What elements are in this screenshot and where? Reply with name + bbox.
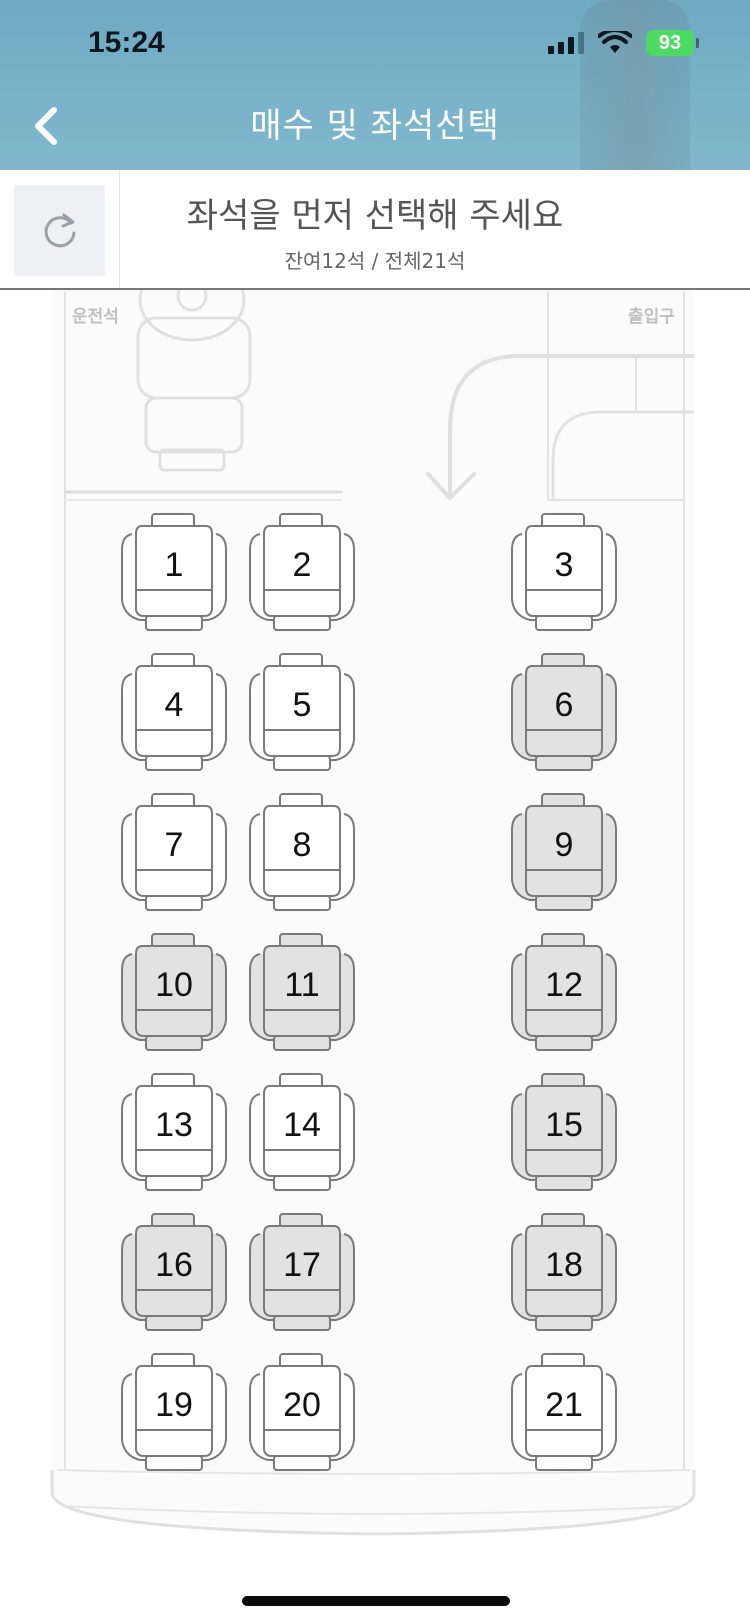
seat-12: 12 xyxy=(508,932,620,1056)
seat-number: 17 xyxy=(283,1246,321,1284)
seat-18: 18 xyxy=(508,1212,620,1336)
seat-icon xyxy=(121,1353,227,1471)
seat-icon xyxy=(249,1073,355,1191)
seat-info-bar: 좌석을 먼저 선택해 주세요 잔여12석 / 전체21석 xyxy=(0,170,750,290)
seat-icon xyxy=(121,653,227,771)
seat-19[interactable]: 19 xyxy=(118,1352,230,1476)
seat-6: 6 xyxy=(508,652,620,776)
seat-11: 11 xyxy=(246,932,358,1056)
wifi-icon xyxy=(598,31,632,53)
seat-17: 17 xyxy=(246,1212,358,1336)
refresh-container xyxy=(0,170,120,288)
seat-number: 13 xyxy=(155,1106,193,1144)
seat-icon xyxy=(121,1073,227,1191)
seat-number: 3 xyxy=(554,546,574,584)
seat-15: 15 xyxy=(508,1072,620,1196)
seat-icon xyxy=(511,653,617,771)
seat-icon xyxy=(249,793,355,911)
seat-number: 4 xyxy=(164,686,184,724)
seat-14[interactable]: 14 xyxy=(246,1072,358,1196)
seat-icon xyxy=(511,513,617,631)
seat-7[interactable]: 7 xyxy=(118,792,230,916)
refresh-icon xyxy=(44,213,75,247)
driver-seat-label: 운전석 xyxy=(72,307,119,327)
seat-icon xyxy=(121,793,227,911)
status-time: 15:24 xyxy=(88,26,165,59)
seat-icon xyxy=(249,653,355,771)
seat-3[interactable]: 3 xyxy=(508,512,620,636)
info-title: 좌석을 먼저 선택해 주세요 xyxy=(186,196,564,236)
seat-9: 9 xyxy=(508,792,620,916)
app-header: 15:24 93 매수 및 좌석선택 xyxy=(0,0,750,170)
battery-icon: 93 xyxy=(646,30,699,56)
seat-number: 19 xyxy=(155,1386,193,1424)
seat-number: 6 xyxy=(554,686,574,724)
battery-level: 93 xyxy=(658,31,682,54)
seat-1[interactable]: 1 xyxy=(118,512,230,636)
seat-icon xyxy=(511,1213,617,1331)
chevron-left-icon xyxy=(35,107,57,145)
page-title: 매수 및 좌석선택 xyxy=(250,106,500,146)
seat-8[interactable]: 8 xyxy=(246,792,358,916)
seat-number: 8 xyxy=(292,826,312,864)
seat-icon xyxy=(121,513,227,631)
seat-number: 21 xyxy=(545,1386,583,1424)
seat-icon xyxy=(121,933,227,1051)
seat-21[interactable]: 21 xyxy=(508,1352,620,1476)
seat-icon xyxy=(511,793,617,911)
seat-number: 2 xyxy=(292,546,312,584)
refresh-button[interactable] xyxy=(14,185,105,276)
driver-seat-icon xyxy=(136,290,252,472)
status-icons: 93 xyxy=(548,30,699,56)
seat-icon xyxy=(511,1353,617,1471)
seat-icon xyxy=(249,1213,355,1331)
seat-icon xyxy=(511,1073,617,1191)
seat-number: 12 xyxy=(545,966,583,1004)
seat-icon xyxy=(249,1353,355,1471)
seat-number: 10 xyxy=(155,966,193,1004)
seat-icon xyxy=(249,933,355,1051)
remaining-seats-text: 잔여12석 / 전체21석 xyxy=(284,249,466,273)
seat-number: 5 xyxy=(292,686,312,724)
seat-number: 20 xyxy=(283,1386,321,1424)
back-button[interactable] xyxy=(28,104,68,148)
seat-16: 16 xyxy=(118,1212,230,1336)
seat-13[interactable]: 13 xyxy=(118,1072,230,1196)
bus-layout xyxy=(50,290,696,1536)
seat-2[interactable]: 2 xyxy=(246,512,358,636)
seat-number: 1 xyxy=(164,546,184,584)
seat-number: 11 xyxy=(284,966,320,1004)
seat-4[interactable]: 4 xyxy=(118,652,230,776)
seat-icon xyxy=(511,933,617,1051)
cellular-signal-icon xyxy=(548,32,584,54)
seat-number: 15 xyxy=(545,1106,583,1144)
header-background-image xyxy=(580,0,690,170)
seat-number: 18 xyxy=(545,1246,583,1284)
seat-number: 14 xyxy=(283,1106,321,1144)
seat-number: 7 xyxy=(164,826,184,864)
seat-icon xyxy=(121,1213,227,1331)
entrance-label: 출입구 xyxy=(628,307,675,327)
info-text: 좌석을 먼저 선택해 주세요 잔여12석 / 전체21석 xyxy=(120,188,630,274)
seat-5[interactable]: 5 xyxy=(246,652,358,776)
seat-icon xyxy=(249,513,355,631)
seat-number: 16 xyxy=(155,1246,193,1284)
seat-10: 10 xyxy=(118,932,230,1056)
seat-20[interactable]: 20 xyxy=(246,1352,358,1476)
home-indicator xyxy=(242,1596,510,1606)
seat-number: 9 xyxy=(554,826,574,864)
